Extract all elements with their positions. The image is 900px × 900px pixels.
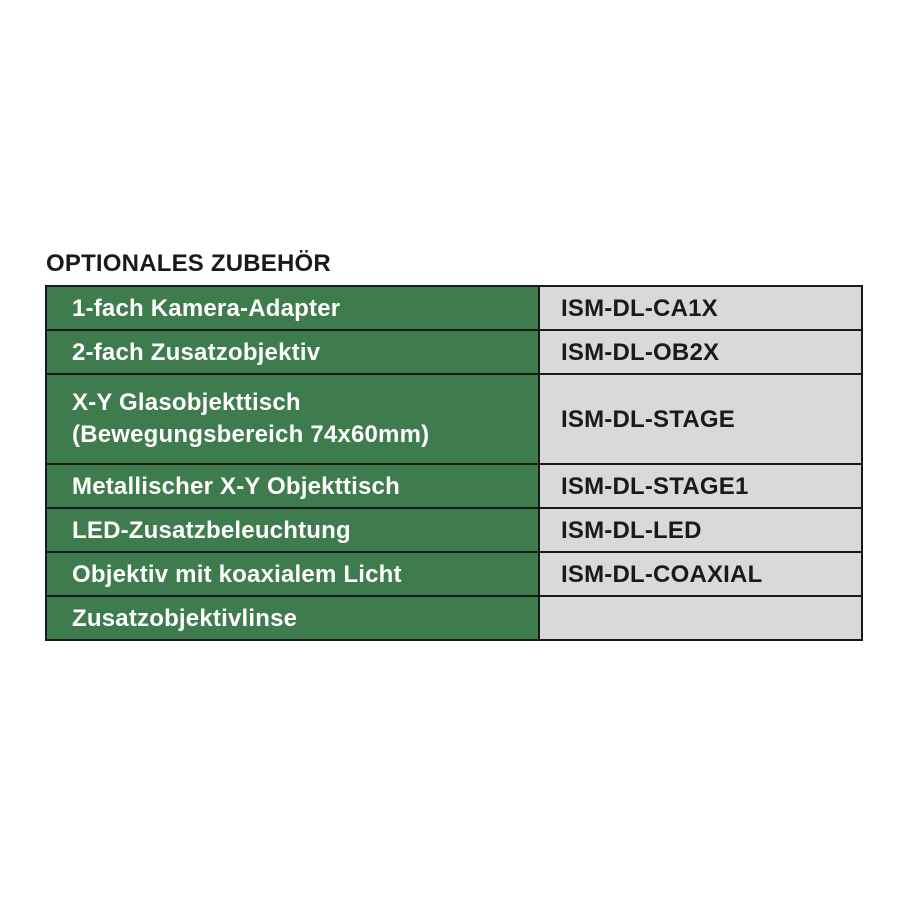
table-row: Zusatzobjektivlinse (45, 595, 863, 641)
accessory-description: X-Y Glasobjekttisch (72, 389, 301, 416)
accessory-code: ISM-DL-COAXIAL (538, 551, 863, 597)
accessories-table: 1-fach Kamera-Adapter ISM-DL-CA1X 2-fach… (45, 285, 863, 641)
table-row: Metallischer X-Y Objekttisch ISM-DL-STAG… (45, 463, 863, 509)
accessory-description: Zusatzobjektivlinse (45, 595, 540, 641)
accessory-description-detail: (Bewegungsbereich 74x60mm) (72, 421, 430, 448)
accessory-code: ISM-DL-OB2X (538, 329, 863, 375)
accessory-code: ISM-DL-LED (538, 507, 863, 553)
accessory-description: 2-fach Zusatzobjektiv (45, 329, 540, 375)
accessory-description-cell: X-Y Glasobjekttisch (Bewegungsbereich 74… (45, 373, 540, 465)
accessory-description: Objektiv mit koaxialem Licht (45, 551, 540, 597)
accessory-description: Metallischer X-Y Objekttisch (45, 463, 540, 509)
accessory-code: ISM-DL-STAGE1 (538, 463, 863, 509)
accessory-description: 1-fach Kamera-Adapter (45, 285, 540, 331)
table-row: 1-fach Kamera-Adapter ISM-DL-CA1X (45, 285, 863, 331)
table-row: LED-Zusatzbeleuchtung ISM-DL-LED (45, 507, 863, 553)
accessory-code: ISM-DL-STAGE (538, 373, 863, 465)
accessory-code (538, 595, 863, 641)
accessory-code: ISM-DL-CA1X (538, 285, 863, 331)
section-heading: OPTIONALES ZUBEHÖR (46, 250, 331, 277)
table-row: Objektiv mit koaxialem Licht ISM-DL-COAX… (45, 551, 863, 597)
table-row: X-Y Glasobjekttisch (Bewegungsbereich 74… (45, 373, 863, 465)
accessory-description: LED-Zusatzbeleuchtung (45, 507, 540, 553)
table-row: 2-fach Zusatzobjektiv ISM-DL-OB2X (45, 329, 863, 375)
